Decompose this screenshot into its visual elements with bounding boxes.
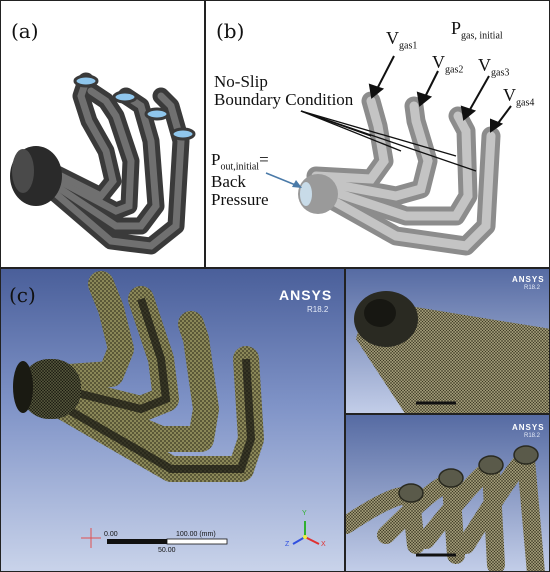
- axis-z-label: Z: [285, 541, 290, 548]
- label-vgas3: Vgas3: [478, 55, 510, 79]
- panel-b-boundary-conditions: (b) Vg: [205, 0, 550, 268]
- label-vgas4: Vgas4: [503, 85, 535, 109]
- ansys-version-detail-1: R18.2: [524, 285, 541, 291]
- axis-triad: [292, 521, 320, 545]
- manifold-solid-light: [265, 55, 512, 256]
- axis-y-label: Y: [302, 510, 307, 517]
- panel-c-mesh-view: (c) ANSYS R18.2 0.00 100.00 (mm) 50.00 Y…: [0, 268, 345, 572]
- panel-c-detail-inlets: ANSYS R18.2: [345, 414, 550, 572]
- mesh-main: [13, 271, 320, 548]
- ansys-logo: ANSYS: [279, 287, 333, 303]
- panel-c-label: (c): [9, 283, 36, 307]
- outlet-collector: [10, 146, 62, 206]
- label-vgas2: Vgas2: [432, 52, 464, 76]
- scale-bar: [107, 538, 228, 545]
- ansys-logo-detail-2: ANSYS: [512, 423, 545, 432]
- mesh-detail-outlet: [354, 291, 549, 413]
- panel-c-detail-outlet: ANSYS R18.2: [345, 268, 550, 414]
- panel-a-solid-model: (a): [0, 0, 205, 268]
- label-back-pressure: Pout,initial= Back Pressure: [211, 150, 269, 209]
- panel-a-label: (a): [11, 19, 39, 43]
- scale-mid: 50.00: [158, 547, 176, 554]
- label-pgas-initial: Pgas, initial: [451, 18, 503, 42]
- ansys-logo-detail-1: ANSYS: [512, 275, 545, 284]
- panel-b-label: (b): [216, 19, 245, 43]
- manifold-solid-dark: [10, 72, 196, 255]
- mesh-collector: [21, 359, 81, 419]
- scale-start: 0.00: [104, 531, 118, 538]
- inlet-caps: [73, 74, 196, 141]
- origin-cross: [81, 528, 101, 548]
- ansys-version-detail-2: R18.2: [524, 433, 541, 439]
- velocity-arrows: [368, 55, 512, 133]
- ansys-version: R18.2: [307, 305, 329, 314]
- label-noslip: No-Slip Boundary Condition: [214, 72, 354, 109]
- scale-end: 100.00 (mm): [176, 531, 216, 538]
- back-pressure-arrow: [265, 172, 302, 188]
- label-vgas1: Vgas1: [386, 28, 418, 52]
- noslip-pointer-lines: [300, 110, 477, 172]
- axis-x-label: X: [321, 541, 326, 548]
- mesh-detail-inlets: [346, 445, 545, 571]
